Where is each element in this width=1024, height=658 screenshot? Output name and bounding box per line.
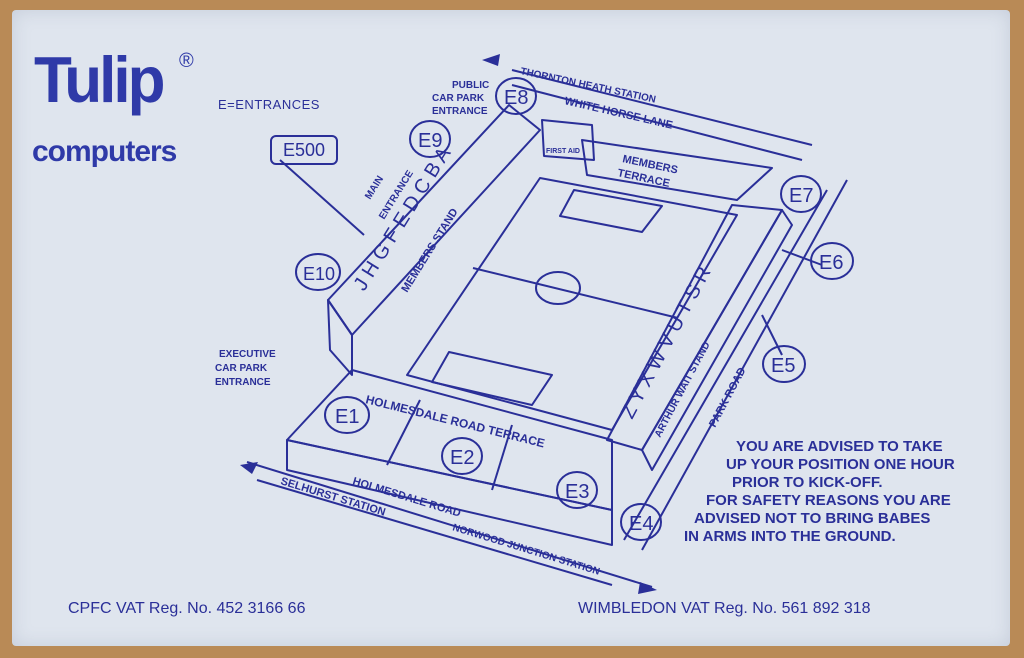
holmesdale-road-line: [246, 461, 653, 588]
main-stand-letters: J H G F E D C B A: [350, 143, 456, 295]
halfway-line: [472, 267, 679, 319]
advice-line: ADVISED NOT TO BRING BABES: [694, 510, 931, 527]
members-terrace-block: [581, 139, 773, 201]
members-stand-rear: [327, 299, 353, 376]
cpfc-vat-number: CPFC VAT Reg. No. 452 3166 66: [68, 600, 306, 617]
advice-line: FOR SAFETY REASONS YOU ARE: [706, 492, 951, 509]
registered-mark: ®: [179, 50, 194, 72]
entrance-circle-e4: [620, 503, 662, 541]
entrance-e10: E10: [303, 264, 335, 284]
penalty-box-north: [559, 189, 663, 233]
entrance-e1: E1: [335, 406, 359, 428]
entrance-circle-e7: [780, 175, 822, 213]
label-executive-1: EXECUTIVE: [219, 349, 276, 360]
first-aid-box: [541, 119, 595, 161]
entrances-legend: E=ENTRANCES: [218, 97, 320, 112]
centre-circle: [535, 271, 581, 305]
tulip-logo-wordmark: Tulip: [34, 44, 165, 117]
penalty-box-south: [431, 351, 553, 406]
ticket-card: Tulip ® computers E=ENTRANCES E500: [12, 10, 1010, 646]
label-park-road: PARK ROAD: [707, 366, 749, 430]
tulip-logo-subtitle: computers: [32, 135, 177, 168]
entrance-circle-e5: [762, 345, 806, 383]
entrance-circle-e6: [810, 242, 854, 280]
label-white-horse: WHITE HORSE LANE: [563, 95, 673, 132]
entrance-circle-e3: [556, 471, 598, 509]
holmesdale-terrace-front: [286, 439, 613, 546]
label-norwood: NORWOOD JUNCTION STATION: [451, 522, 601, 577]
entrance-e8: E8: [504, 87, 528, 109]
entrance-circle-e10: [295, 253, 341, 291]
label-executive-2: CAR PARK: [215, 363, 268, 374]
stadium-map: E1 E2 E3 E4 E5 E6 E7 E8 E9 E10 J H G F E…: [215, 54, 854, 594]
entrance-circle-e8: [495, 77, 537, 115]
arrow-thornton-icon: [482, 54, 500, 66]
entrance-circle-e9: [409, 120, 451, 158]
entrance-circle-e1: [324, 396, 370, 434]
arthur-wait-stand-rear: [641, 209, 793, 471]
entrance-e7: E7: [789, 185, 813, 207]
advice-line: IN ARMS INTO THE GROUND.: [684, 528, 896, 545]
entrance-circle-e2: [441, 437, 483, 475]
white-horse-lane: [511, 69, 813, 146]
advice-line: UP YOUR POSITION ONE HOUR: [726, 456, 955, 473]
label-main-entrance-1: MAIN: [363, 174, 386, 202]
entrance-e3: E3: [565, 481, 589, 503]
e500-label: E500: [270, 135, 338, 165]
arrow-selhurst-icon: [240, 462, 258, 474]
label-executive-3: ENTRANCE: [215, 377, 271, 388]
label-first-aid: FIRST AID: [546, 148, 580, 155]
arrow-norwood-icon: [638, 582, 657, 594]
entrance-e4: E4: [629, 513, 653, 535]
label-public-2: CAR PARK: [432, 93, 485, 104]
park-road-line: [641, 179, 848, 551]
entrance-e9: E9: [418, 130, 442, 152]
advice-line: YOU ARE ADVISED TO TAKE: [736, 438, 943, 455]
wimbledon-vat-number: WIMBLEDON VAT Reg. No. 561 892 318: [578, 600, 871, 617]
safety-advice: YOU ARE ADVISED TO TAKE UP YOUR POSITION…: [680, 438, 1010, 546]
advice-line: PRIOR TO KICK-OFF.: [732, 474, 883, 491]
label-public-3: ENTRANCE: [432, 106, 488, 117]
entrance-e6: E6: [819, 252, 843, 274]
label-public-1: PUBLIC: [452, 80, 489, 91]
entrance-e2: E2: [450, 447, 474, 469]
entrance-e5: E5: [771, 355, 795, 377]
